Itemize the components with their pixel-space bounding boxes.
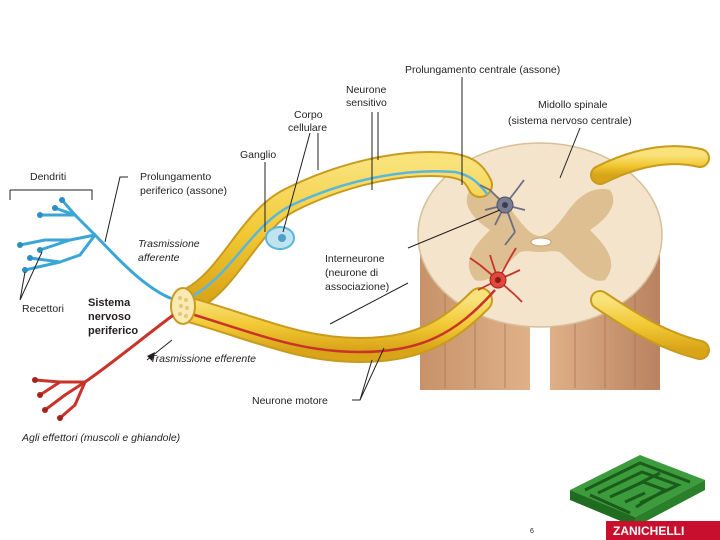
ventral-root	[177, 287, 496, 364]
label-trasmissione-efferente: Trasmissione efferente	[150, 353, 256, 365]
receptor-endings	[17, 197, 65, 273]
label-effettori: Agli effettori (muscoli e ghiandole)	[21, 432, 180, 444]
sensory-nucleus	[278, 234, 286, 242]
label-prolungamento-periferico-2: periferico (assone)	[140, 185, 227, 197]
label-corpo-cellulare-1: Corpo	[294, 109, 323, 121]
label-neurone-motore: Neurone motore	[252, 395, 328, 407]
dorsal-root	[177, 151, 493, 313]
central-canal	[530, 237, 552, 247]
motor-axon	[184, 289, 496, 354]
label-prolungamento-centrale: Prolungamento centrale (assone)	[405, 64, 560, 76]
label-midollo-spinale-1: Midollo spinale	[538, 99, 608, 111]
label-ganglio: Ganglio	[240, 149, 276, 161]
label-trasmissione-afferente-2: afferente	[138, 252, 180, 264]
right-nerve-roots	[590, 145, 710, 360]
sensory-axon	[184, 170, 489, 302]
page-number: 6	[530, 528, 534, 535]
receptors-dendrites	[18, 198, 172, 300]
label-prolungamento-periferico-1: Prolungamento	[140, 171, 211, 183]
effector-endings	[33, 314, 174, 420]
label-interneurone-2: (neurone di	[325, 267, 378, 279]
label-corpo-cellulare-2: cellulare	[288, 122, 327, 134]
label-sistema-2: nervoso	[88, 311, 131, 323]
leader-lines	[9, 77, 581, 401]
publisher-logo: ZANICHELLI	[606, 521, 720, 540]
label-dendriti: Dendriti	[30, 171, 66, 183]
label-recettori: Recettori	[22, 303, 64, 315]
label-interneurone-1: Interneurone	[325, 253, 385, 265]
label-neurone-sensitivo-1: Neurone	[346, 84, 386, 96]
label-interneurone-3: associazione)	[325, 281, 389, 293]
label-sistema-3: periferico	[88, 325, 138, 337]
label-neurone-sensitivo-2: sensitivo	[346, 97, 387, 109]
nerve-fibers	[178, 296, 189, 318]
spinal-cord	[417, 142, 663, 390]
maze-logo	[570, 455, 705, 527]
label-midollo-spinale-2: (sistema nervoso centrale)	[508, 115, 632, 127]
publisher-name: ZANICHELLI	[613, 524, 684, 538]
label-sistema-1: Sistema	[88, 297, 131, 309]
label-trasmissione-afferente-1: Trasmissione	[138, 238, 200, 250]
